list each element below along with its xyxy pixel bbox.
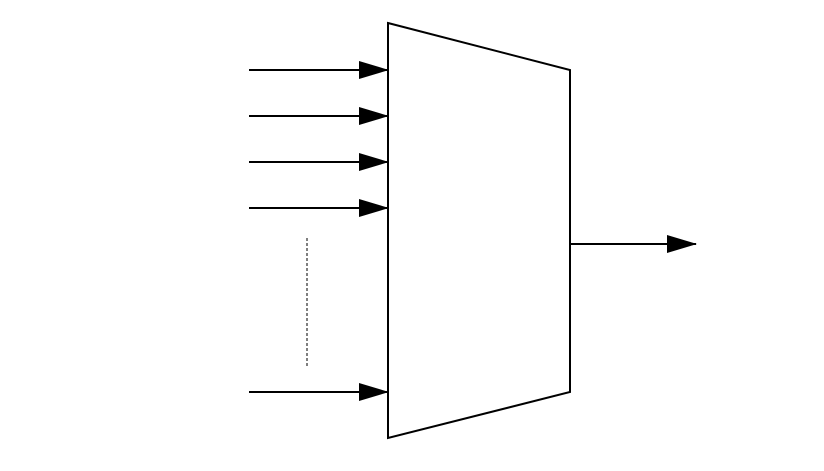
input-arrows-group	[249, 61, 389, 401]
multiplexer-body	[387, 21, 571, 440]
